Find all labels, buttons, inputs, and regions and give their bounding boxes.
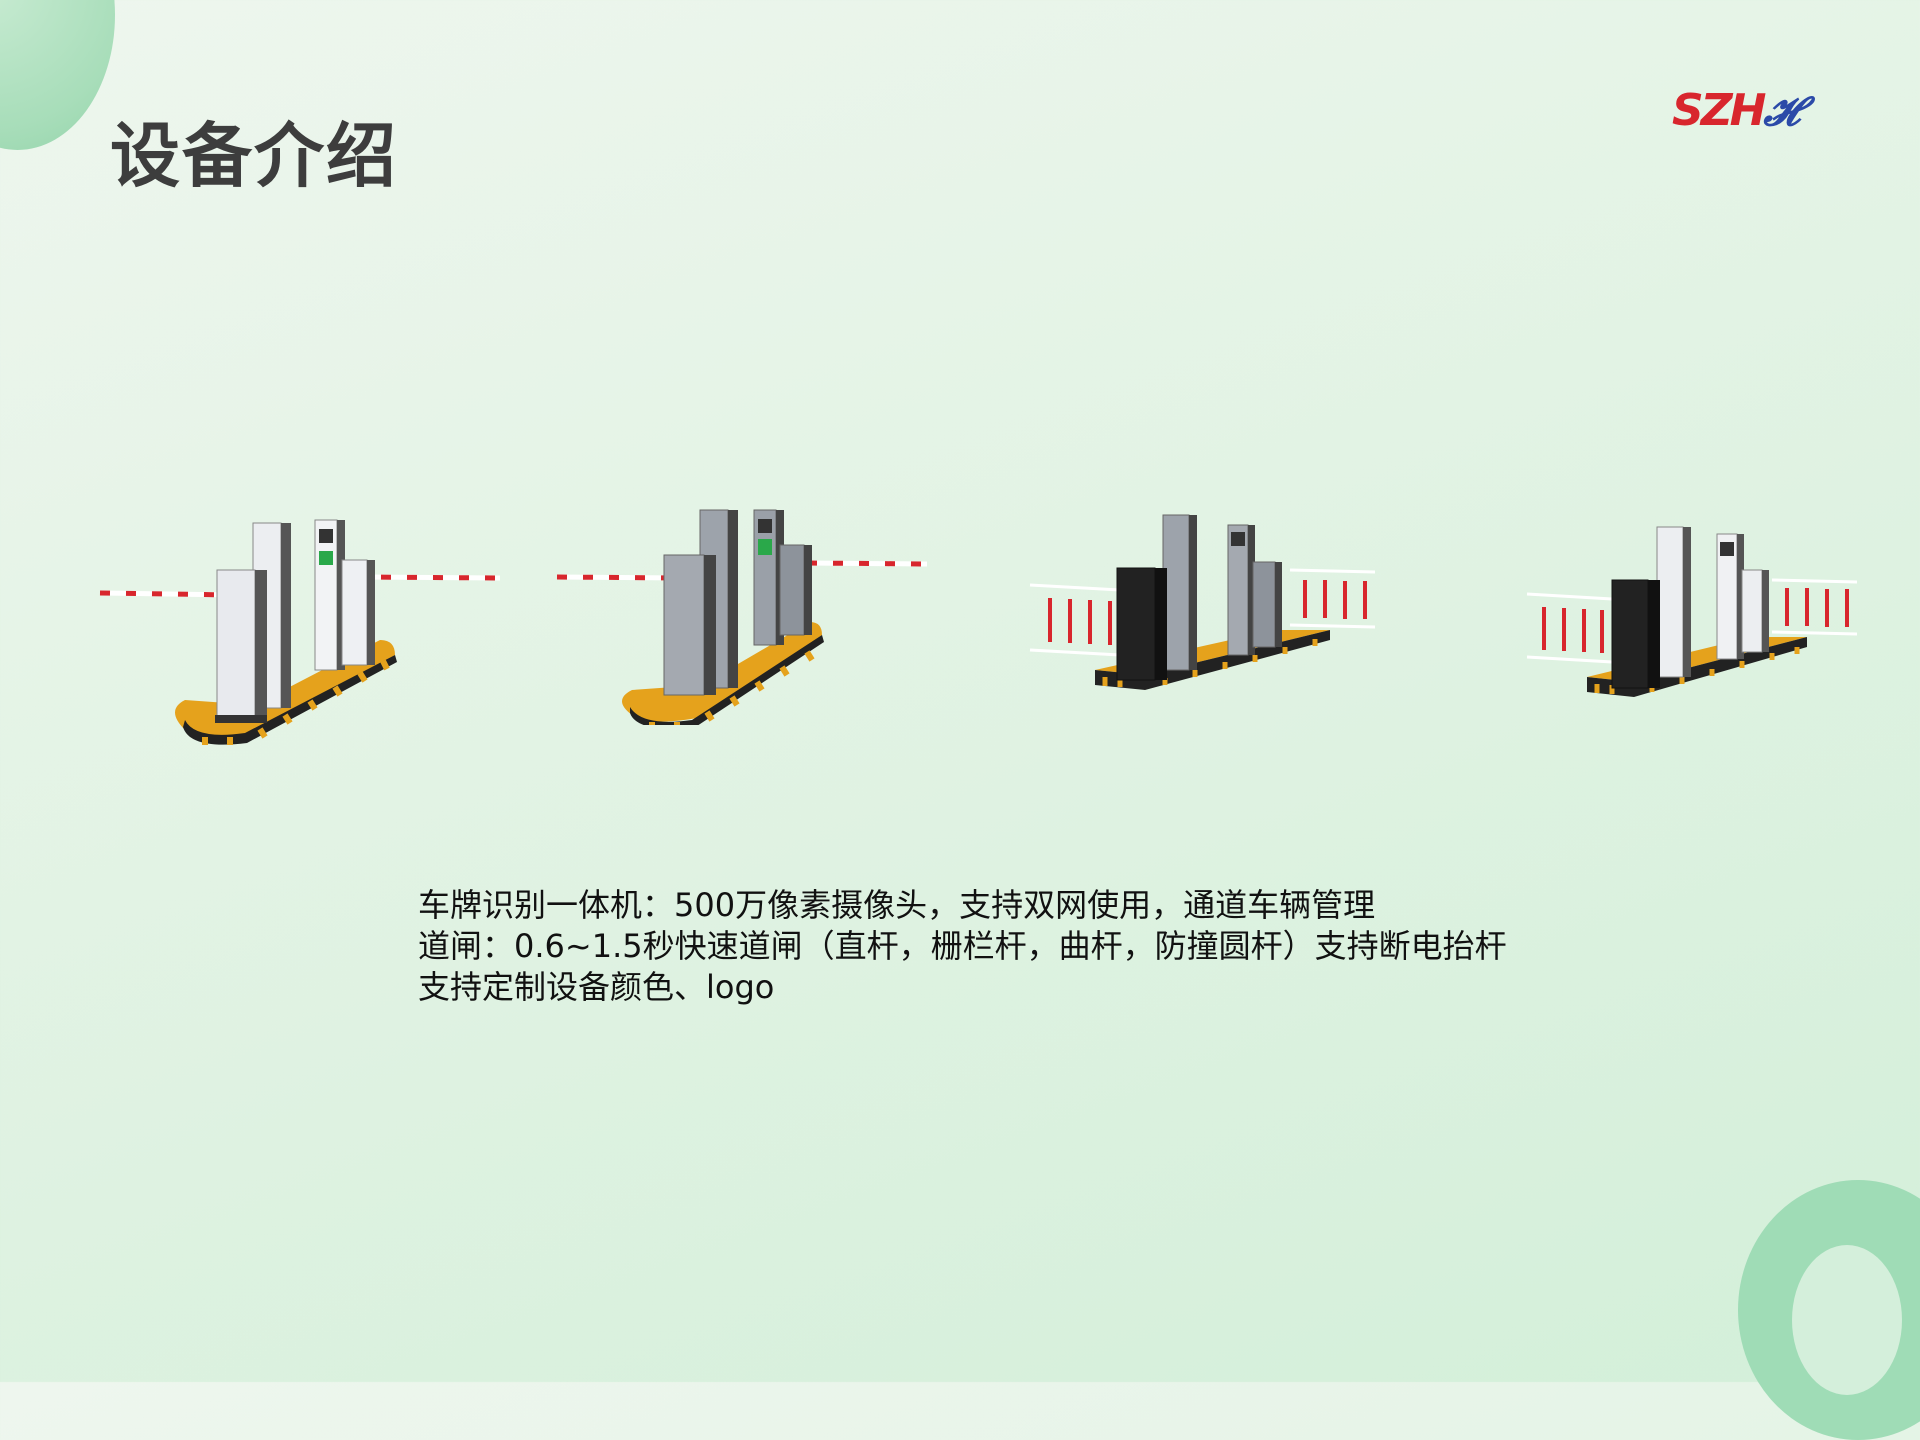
device-image-4: [1526, 526, 1858, 697]
description-line-2: 道闸：0.6~1.5秒快速道闸（直杆，栅栏杆，曲杆，防撞圆杆）支持断电抬杆: [418, 927, 1507, 965]
fence-left: [1029, 583, 1121, 657]
corner-decoration-bottom-right-inner: [1792, 1245, 1902, 1395]
description-block: 车牌识别一体机：500万像素摄像头，支持双网使用，通道车辆管理 道闸：0.6~1…: [418, 885, 1507, 1008]
corner-decoration-top-left: [0, 0, 115, 150]
description-line-1: 车牌识别一体机：500万像素摄像头，支持双网使用，通道车辆管理: [418, 886, 1376, 924]
device-image-2: [556, 509, 928, 725]
device-image-3: [1029, 514, 1376, 690]
logo-letters: SZH: [1672, 85, 1766, 136]
device-image-1: [99, 519, 501, 745]
logo-mark-icon: 𝓗: [1763, 89, 1799, 135]
description-line-3: 支持定制设备颜色、logo: [418, 968, 775, 1006]
page-title: 设备介绍: [110, 115, 398, 197]
brand-logo: SZH𝓗: [1672, 85, 1832, 136]
